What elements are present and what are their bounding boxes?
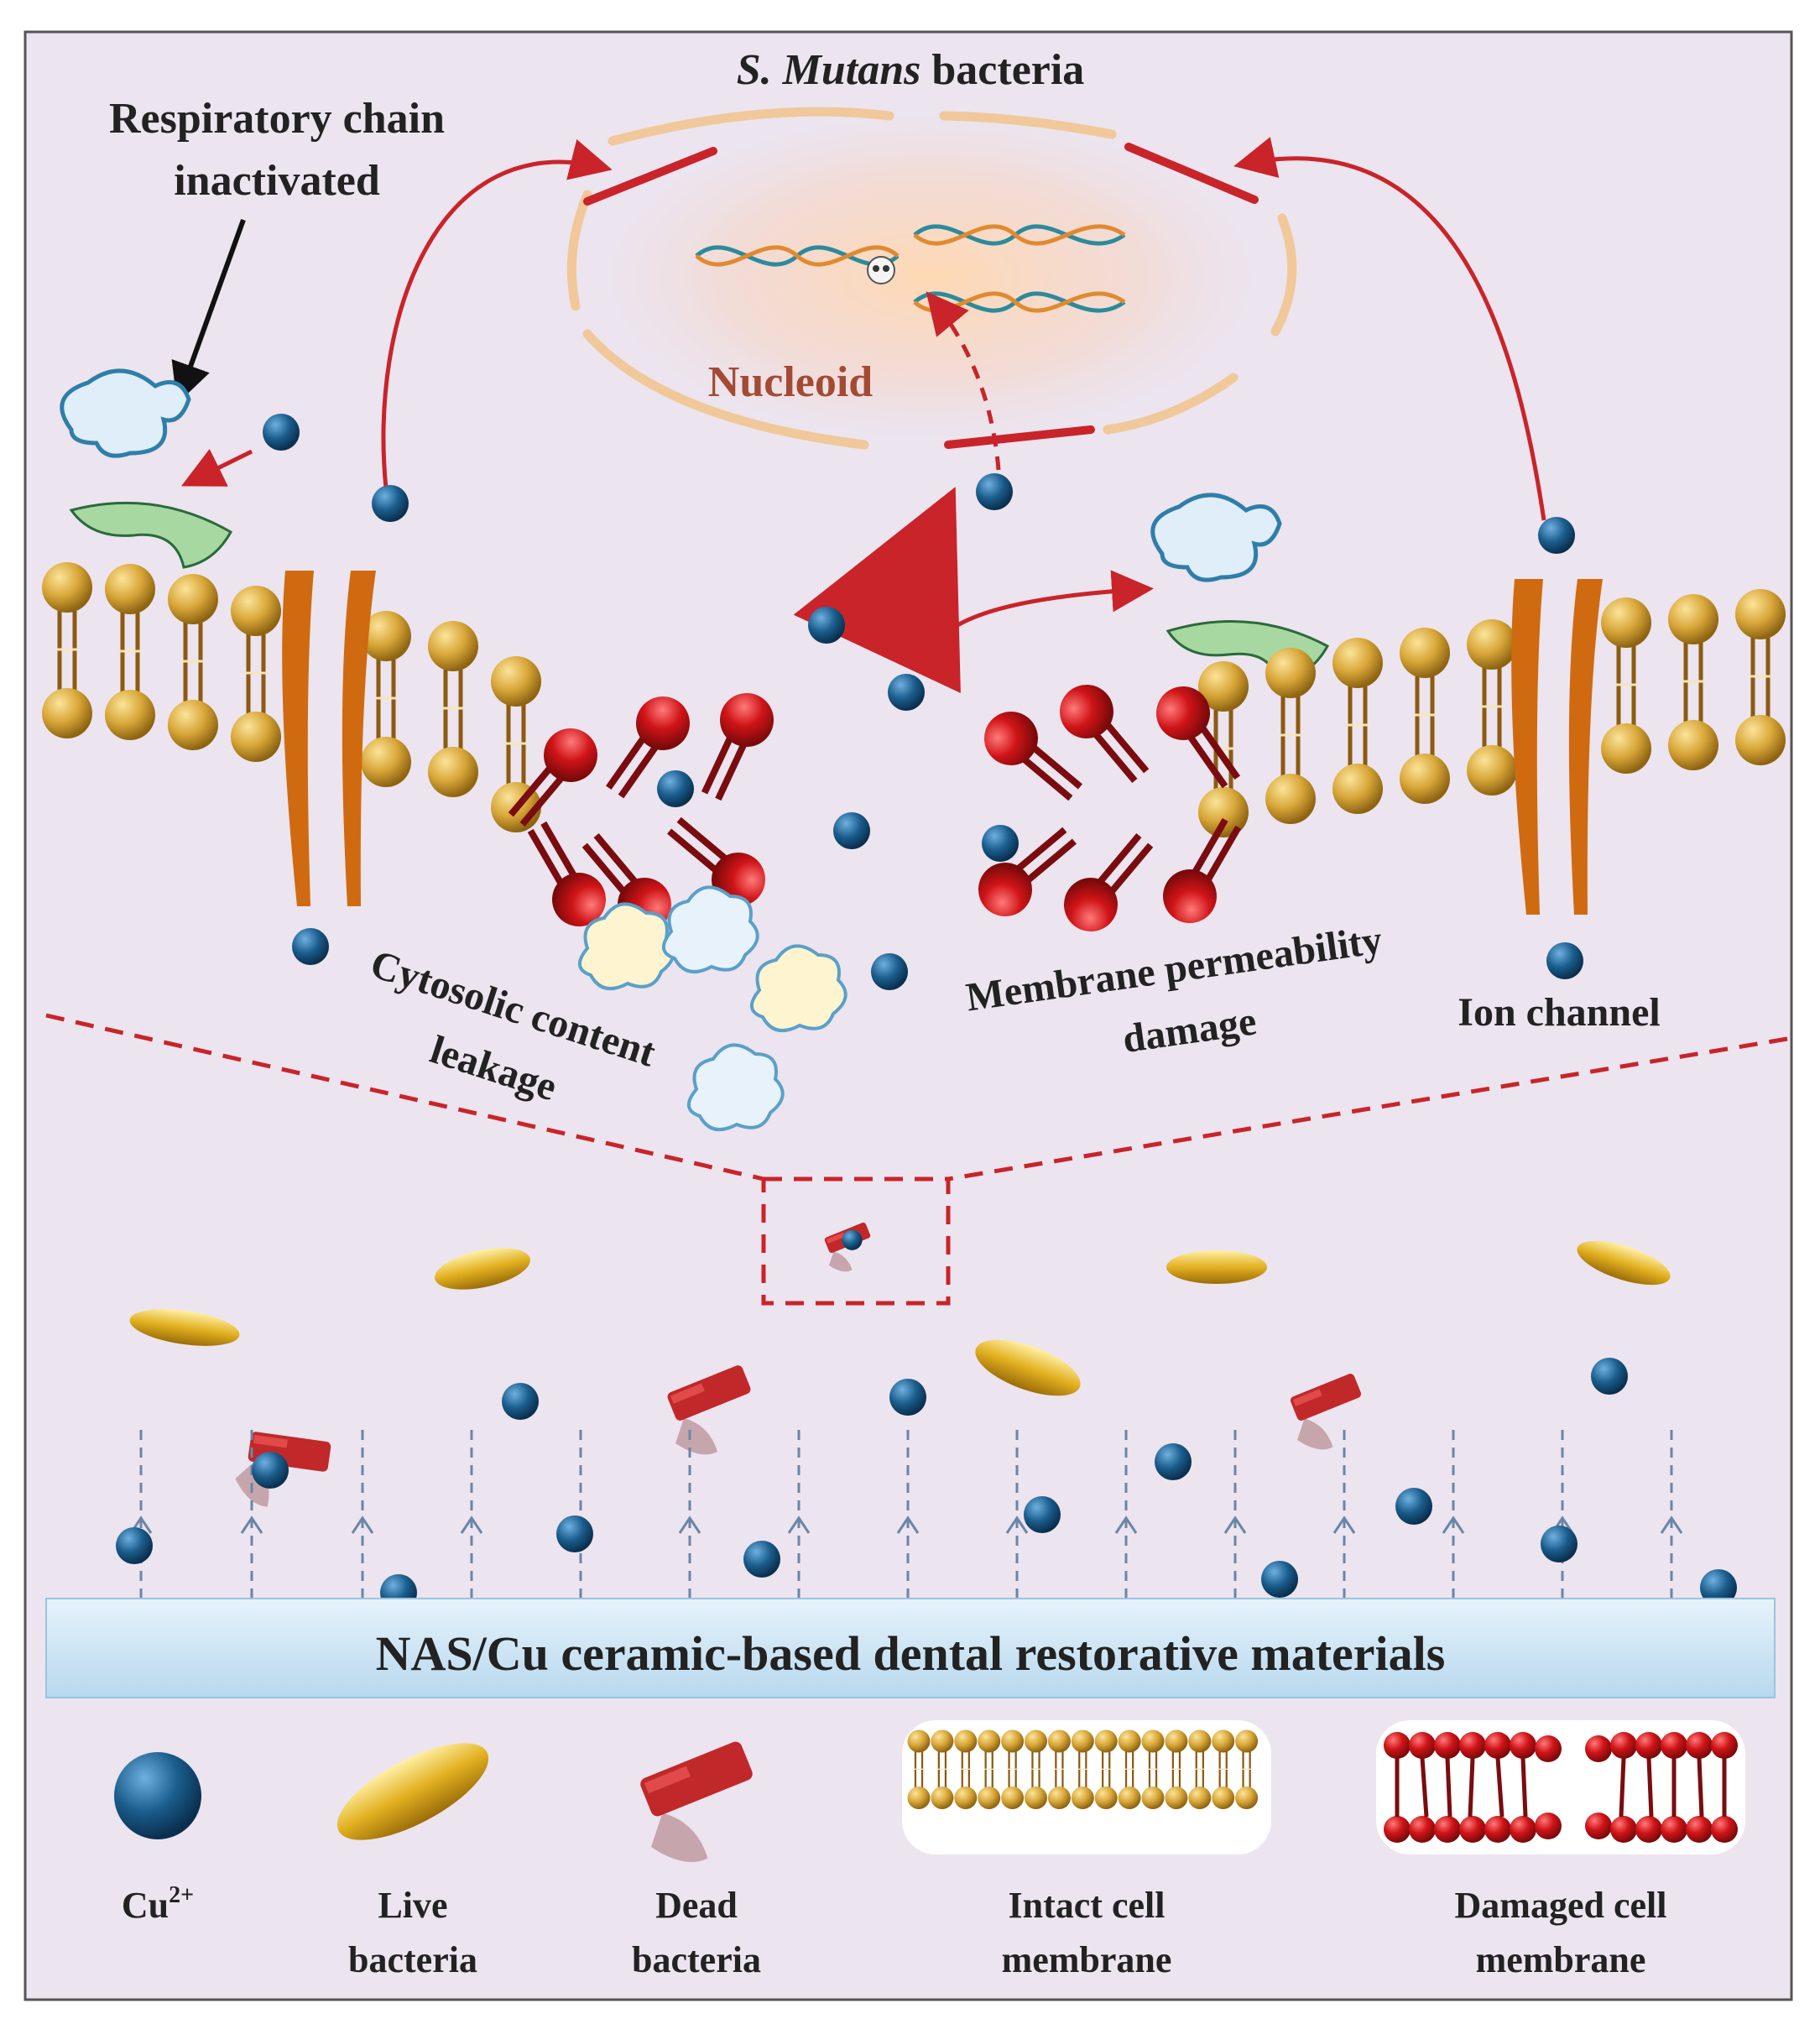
legend-intact-line1: Intact cell (1009, 1885, 1166, 1926)
legend: Cu2+ Live bacteria Dead bacteria Intact … (114, 1720, 1745, 1980)
inactivated-protein-left (60, 368, 233, 569)
nucleoid-damage-dashed-arrow (926, 291, 1001, 471)
arrow-cu-to-protein-left (181, 448, 253, 487)
zoom-indicator (45, 1013, 1788, 1306)
legend-cu-base: Cu (122, 1885, 169, 1926)
legend-live-line2: bacteria (348, 1939, 477, 1980)
material-bar-label: NAS/Cu ceramic-based dental restorative … (376, 1626, 1446, 1681)
legend-dead-line2: bacteria (632, 1939, 761, 1980)
live-bacteria-group (129, 1240, 1671, 1396)
legend-live-line1: Live (378, 1885, 447, 1926)
respiratory-label-line2: inactivated (174, 157, 380, 205)
legend-live-icon (336, 1743, 489, 1840)
arrow-to-cellwall-left (381, 139, 613, 489)
ion-channel-label: Ion channel (1458, 990, 1660, 1035)
legend-intact-membrane-icon (902, 1720, 1271, 1854)
arrow-to-cellwall-right (1233, 137, 1546, 521)
cytosolic-content (578, 885, 847, 1132)
respiratory-pointer-arrow (171, 218, 246, 404)
title-species: S. Mutans (737, 46, 921, 94)
title: S. Mutans bacteria (737, 46, 1085, 94)
legend-damaged-membrane-icon (1376, 1720, 1745, 1854)
material-bar (45, 1598, 1776, 1698)
nucleoid-label: Nucleoid (708, 358, 873, 406)
legend-damaged-line2: membrane (1476, 1939, 1646, 1980)
legend-intact-line2: membrane (1002, 1939, 1172, 1980)
inactivated-protein-right (1150, 493, 1330, 685)
nucleoid-glow (613, 117, 1250, 436)
legend-cu-icon (114, 1752, 201, 1839)
skull-icon (867, 256, 895, 284)
title-rest: bacteria (920, 46, 1084, 94)
legend-cu-label: Cu2+ (122, 1882, 194, 1926)
respiratory-label-line1: Respiratory chain (109, 95, 445, 143)
large-arrow-up (793, 487, 961, 694)
cell-wall-ring (566, 107, 1297, 450)
legend-cu-sup: 2+ (169, 1882, 194, 1908)
legend-dead-line1: Dead (655, 1885, 738, 1926)
legend-damaged-line1: Damaged cell (1455, 1885, 1667, 1926)
ion-channel-left (282, 571, 376, 906)
ion-channel-right (1511, 579, 1603, 915)
